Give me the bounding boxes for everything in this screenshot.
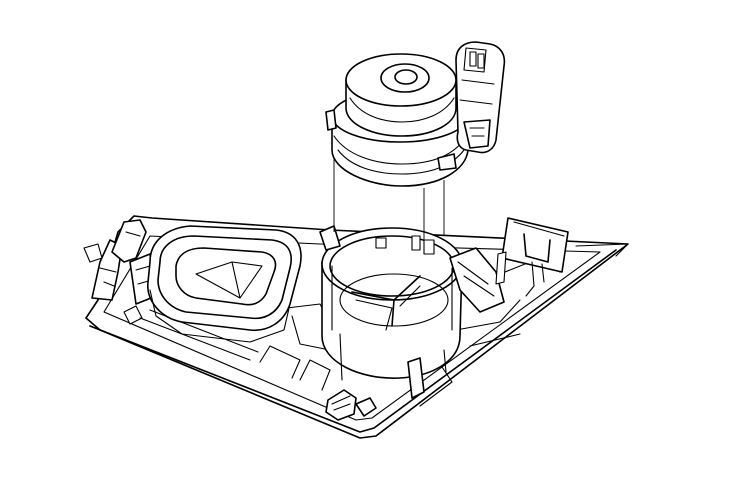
blower-motor: [325, 41, 506, 187]
bracket-plate: [501, 217, 569, 273]
base-plate-inner-rim: [103, 235, 601, 421]
duct-inner: [175, 247, 277, 306]
base-plate-front-edge: [89, 249, 617, 433]
connector-bracket: [495, 217, 569, 297]
bracket-slot: [523, 233, 551, 263]
blower-socket: [319, 225, 463, 399]
socket-spokes: [351, 275, 421, 327]
assembly-guide-lines: [333, 148, 445, 248]
duct-vanes: [195, 261, 263, 299]
front-clips: [325, 389, 377, 421]
motor-hub-inner: [394, 69, 418, 85]
motor-plug: [455, 41, 506, 154]
duct-lip: [157, 235, 292, 320]
left-end-clips: [83, 219, 157, 325]
plate-tip: [575, 243, 629, 257]
side-vent: [449, 247, 505, 313]
air-duct-outlet: [147, 225, 302, 343]
socket-rim: [321, 227, 463, 301]
